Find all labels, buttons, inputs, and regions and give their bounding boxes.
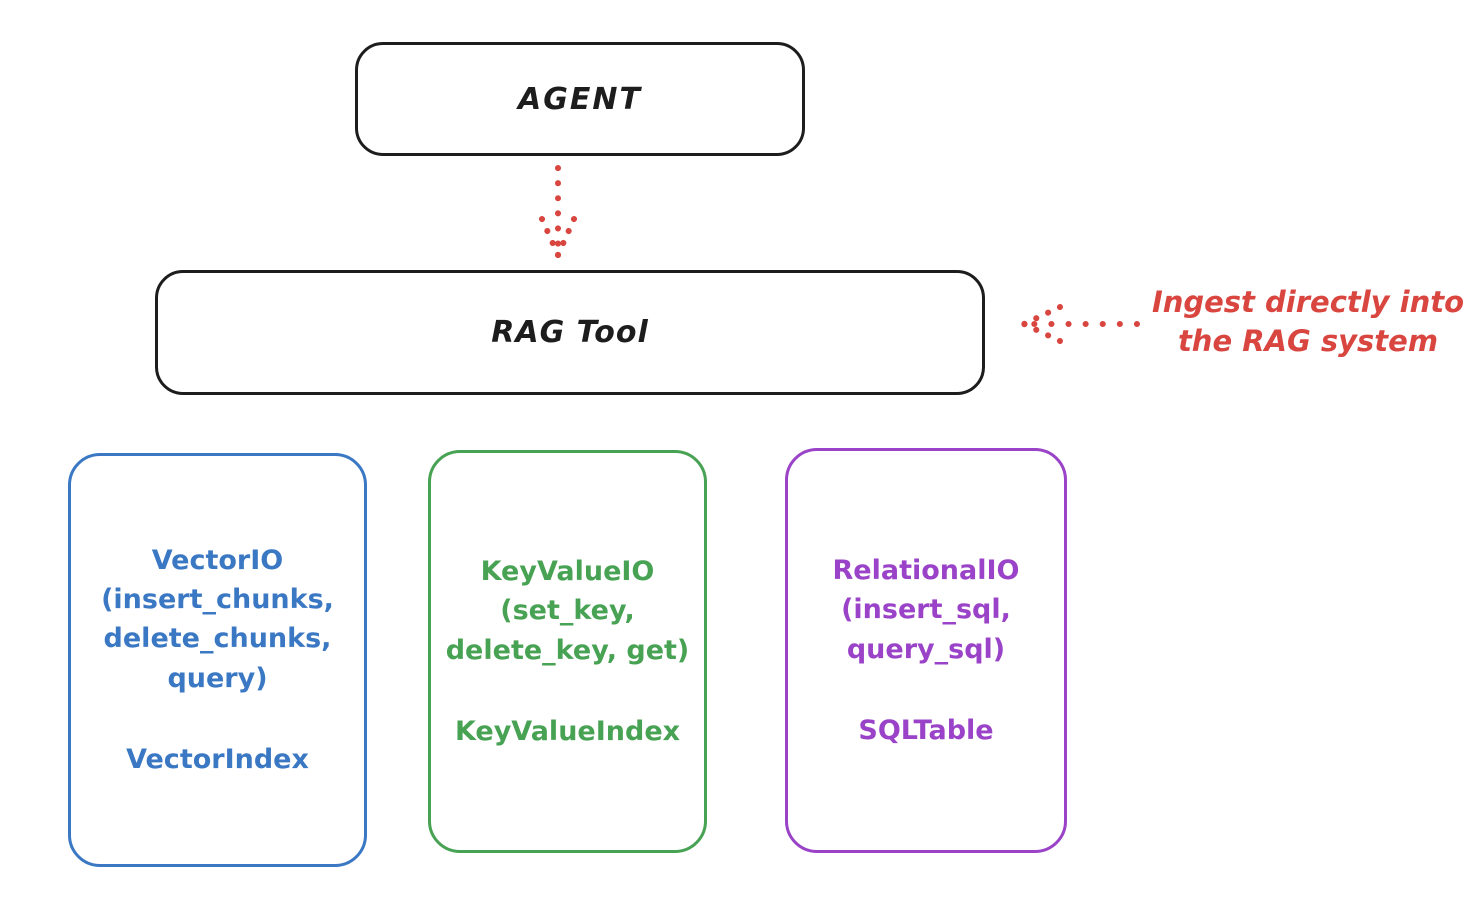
agent-node-label: AGENT	[518, 81, 642, 117]
relational-io-module: RelationalIO (insert_sql, query_sql) SQL…	[785, 448, 1067, 853]
agent-to-ragtool-arrow	[539, 165, 577, 258]
module-line: delete_key, get)	[445, 634, 690, 666]
vector-io-module: VectorIO (insert_chunks, delete_chunks, …	[68, 453, 367, 867]
relational-io-signature: RelationalIO (insert_sql, query_sql)	[833, 551, 1020, 668]
vector-io-signature: VectorIO (insert_chunks, delete_chunks, …	[101, 541, 334, 698]
module-line: query_sql)	[846, 633, 1006, 665]
keyvalue-io-signature: KeyValueIO (set_key, delete_key, get)	[446, 552, 690, 669]
keyvalue-index-label: KeyValueIndex	[454, 715, 681, 747]
agent-node: AGENT	[355, 42, 805, 156]
vector-index-label: VectorIndex	[126, 743, 309, 775]
module-line: VectorIO	[151, 545, 284, 577]
ragtool-node-label: RAG Tool	[491, 315, 649, 350]
annotation-line-2: the RAG system	[1177, 324, 1439, 359]
module-line: query)	[167, 662, 268, 694]
module-line: (insert_sql,	[841, 594, 1011, 626]
module-line: KeyValueIO	[480, 556, 655, 588]
annotation-to-ragtool-arrow	[1021, 304, 1140, 344]
annotation-line-1: Ingest directly into	[1151, 285, 1465, 319]
module-line: delete_chunks,	[103, 623, 332, 655]
sql-table-label: SQLTable	[858, 714, 994, 746]
annotation-text: Ingest directly into the RAG system	[1140, 283, 1476, 361]
ragtool-node: RAG Tool	[155, 270, 985, 395]
module-line: (insert_chunks,	[101, 584, 334, 616]
keyvalue-io-module: KeyValueIO (set_key, delete_key, get) Ke…	[428, 450, 707, 853]
module-line: RelationalIO	[832, 555, 1020, 587]
module-line: (set_key,	[500, 595, 635, 627]
